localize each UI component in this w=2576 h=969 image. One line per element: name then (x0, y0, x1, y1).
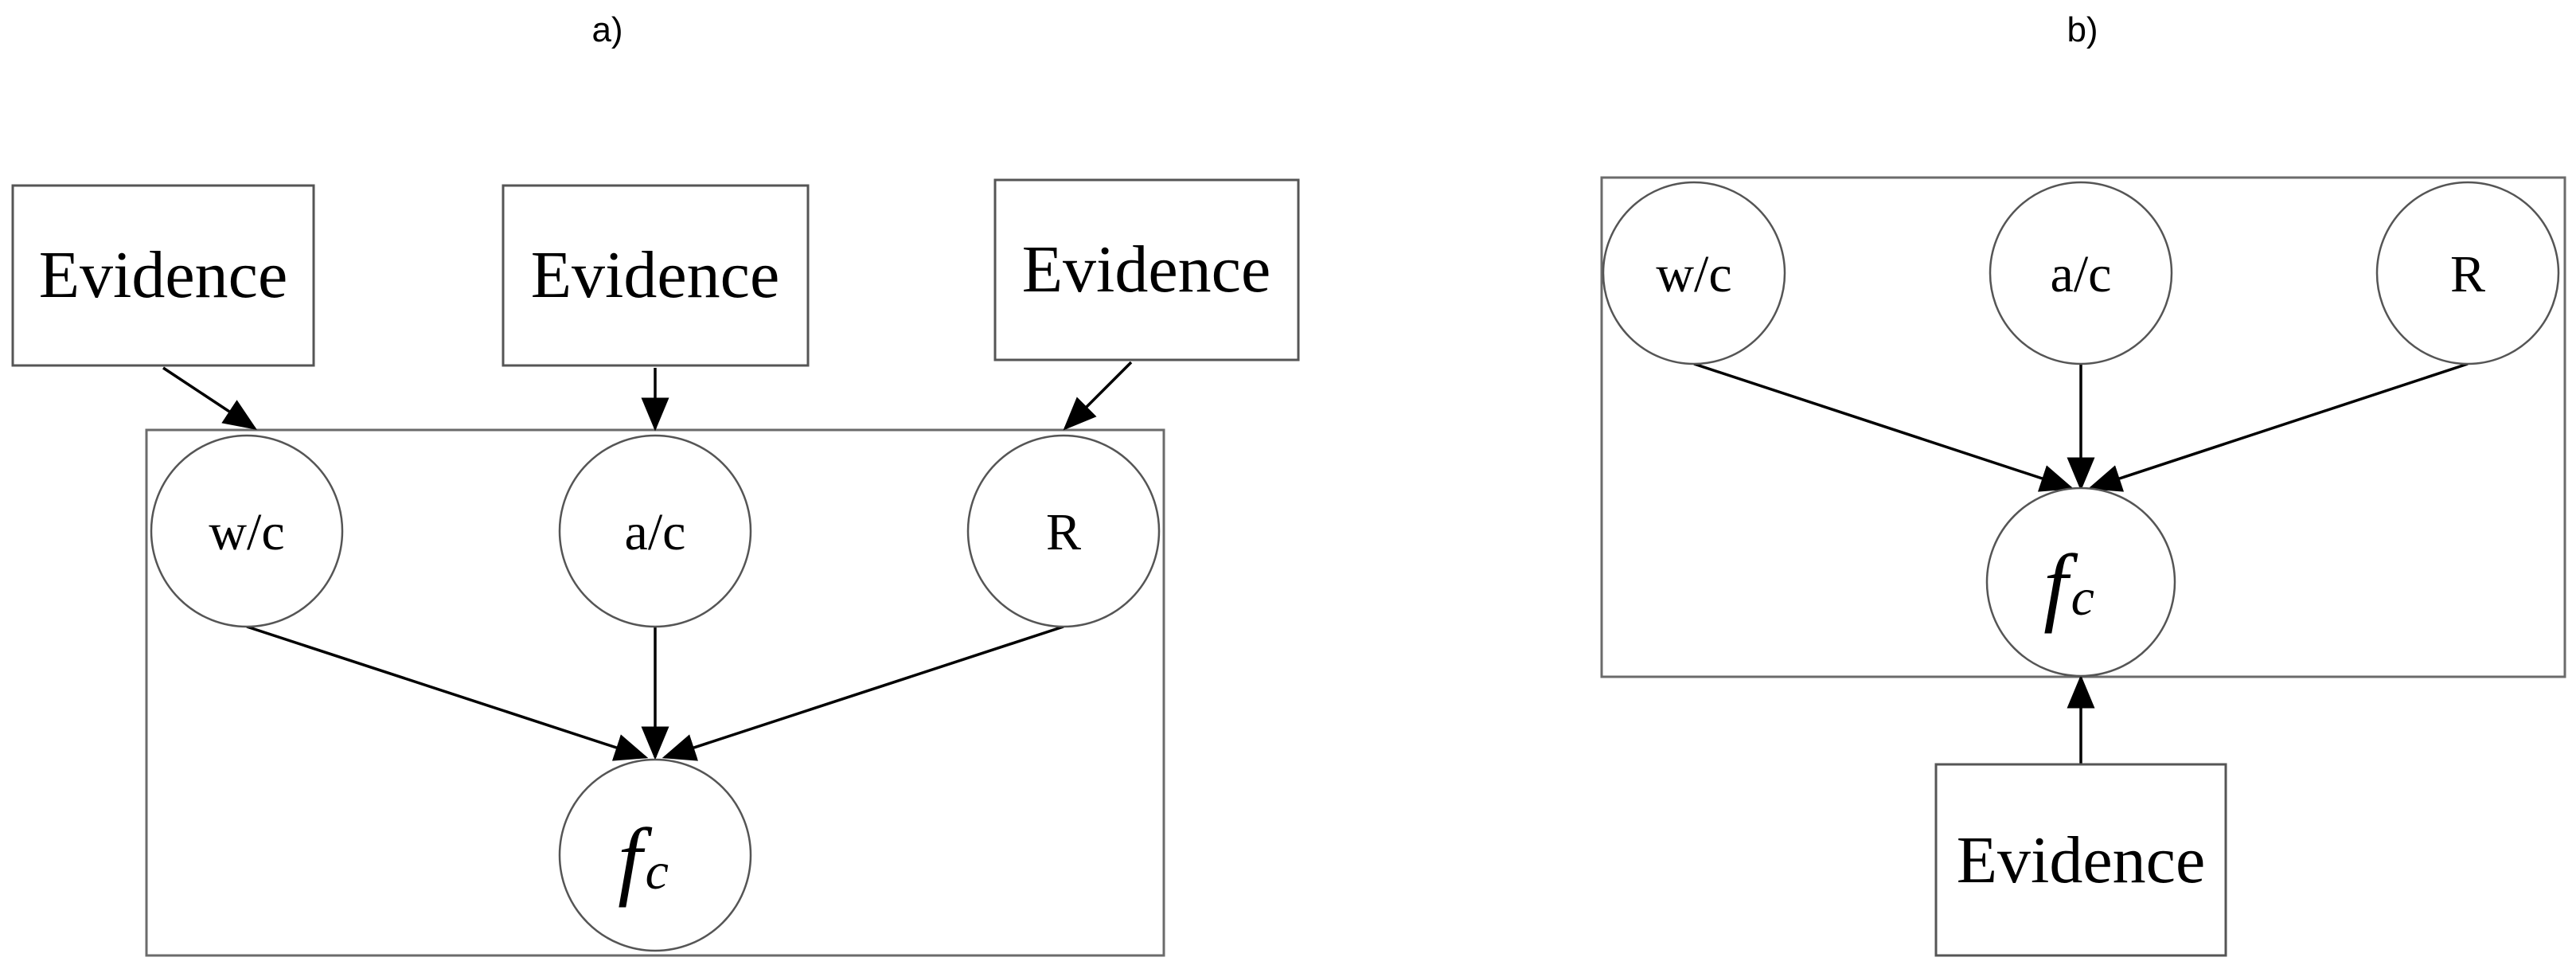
panel-b-node-r: R (2375, 181, 2560, 365)
panel-a-node-wc: w/c (150, 434, 344, 628)
panel-a-evidence-box-3: Evidence (993, 178, 1300, 361)
panel-b-node-wc: w/c (1602, 181, 1786, 365)
panel-b-edge-wc-fc (1693, 362, 2074, 492)
panel-b-node-ac: a/c (1989, 181, 2173, 365)
panel-a-node-r: R (966, 434, 1161, 628)
panel-b-evidence-box-1: Evidence (1934, 763, 2227, 957)
panel-a-node-fc: fc (558, 758, 752, 952)
panel-b-node-fc: fc (1985, 486, 2176, 678)
panel-a-node-r-label: R (1046, 503, 1081, 561)
panel-a-node-ac: a/c (558, 434, 752, 628)
panel-a-evidence-label-3: Evidence (1022, 232, 1271, 307)
panel-b-evidence-label-1: Evidence (1957, 823, 2206, 897)
panel-a-evidence-label-2: Evidence (531, 238, 780, 312)
panel-a-edge-evidence3-r (1063, 361, 1133, 431)
panel-a-evidence-box-2: Evidence (502, 184, 810, 367)
panel-a-label: a) (591, 10, 623, 49)
panel-b-node-ac-label: a/c (2051, 245, 2112, 303)
panel-a-edge-evidence1-wc (162, 366, 257, 430)
panel-b-node-wc-label: w/c (1656, 245, 1731, 303)
panel-a-evidence-box-1: Evidence (11, 184, 315, 367)
panel-a-edge-wc-fc (246, 625, 649, 761)
panel-b-edge-r-fc (2087, 362, 2469, 492)
panel-a-edge-r-fc (662, 625, 1064, 761)
panel-b-node-r-label: R (2450, 245, 2485, 303)
panel-a-evidence-label-1: Evidence (39, 238, 288, 312)
panel-a-node-wc-label: w/c (209, 503, 284, 561)
panel-a-node-ac-label: a/c (625, 503, 686, 561)
panel-a: a) Evidence Evidence Evidence w/c (11, 10, 1300, 957)
panel-a-fc-sub: c (646, 842, 669, 901)
panel-b-fc-sub: c (2071, 569, 2094, 627)
panel-b: b) w/c a/c R fc Evi (1600, 10, 2566, 957)
panel-b-label: b) (2067, 10, 2098, 49)
